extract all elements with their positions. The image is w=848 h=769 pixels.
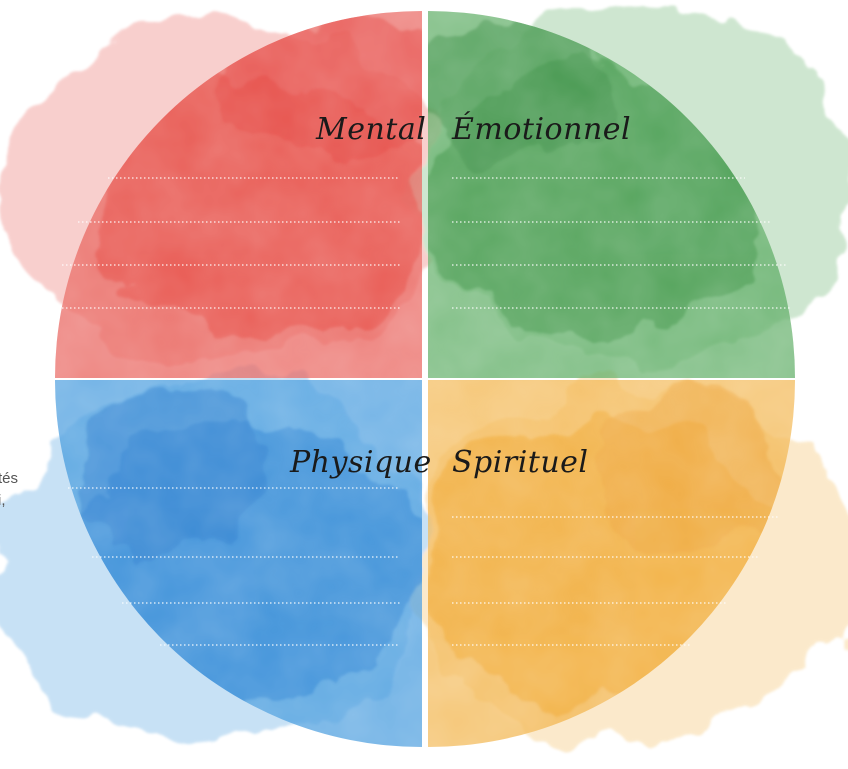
quadrant-label-emotionnel: Émotionnel xyxy=(452,112,632,147)
quadrant-label-physique: Physique xyxy=(290,445,432,480)
quadrant-label-spirituel: Spirituel xyxy=(452,445,589,480)
cut-off-text-line-2: i, xyxy=(0,492,6,509)
quadrant-label-mental: Mental xyxy=(316,112,427,147)
writing-lines xyxy=(58,177,790,646)
cut-off-text-line-1: tés xyxy=(0,470,19,487)
